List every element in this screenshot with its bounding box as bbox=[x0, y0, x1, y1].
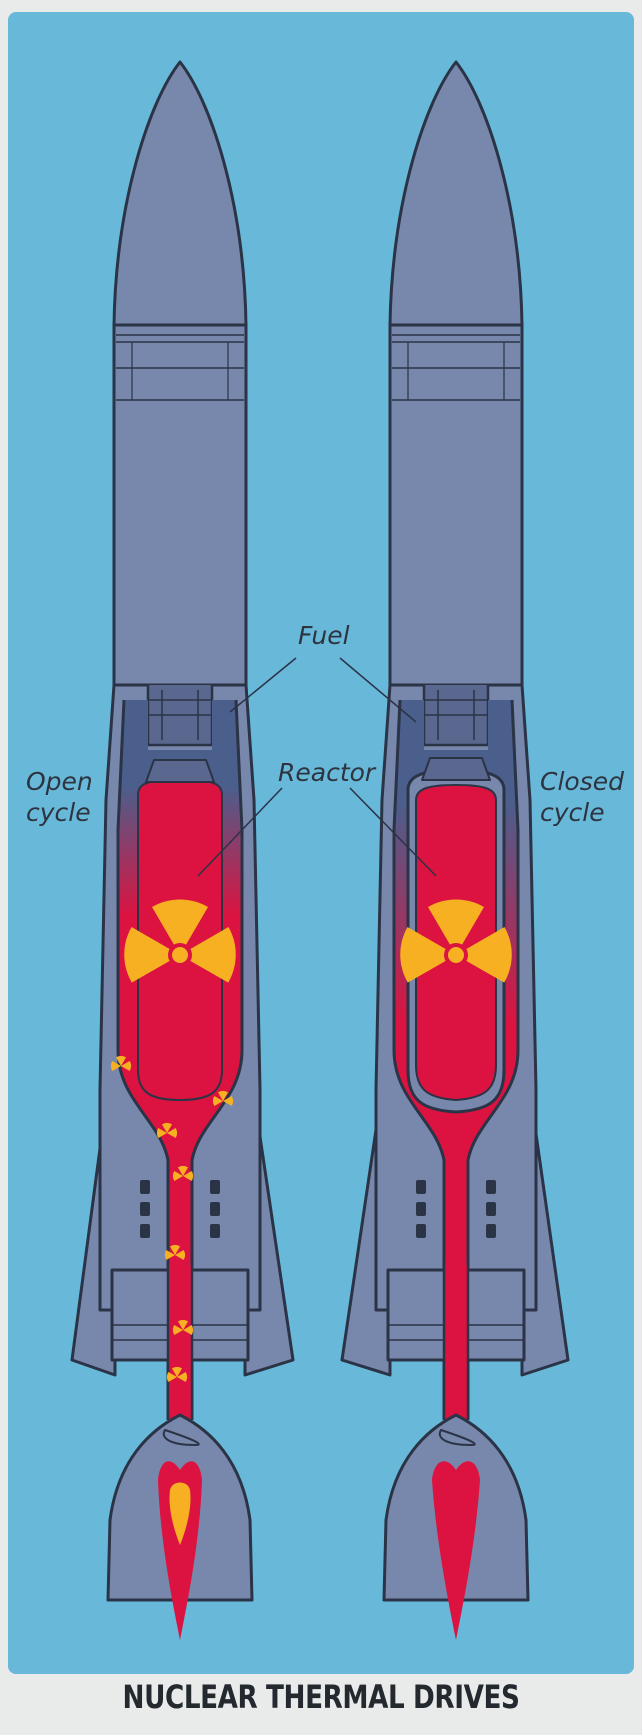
open-cycle-label-line1: Open bbox=[26, 767, 93, 796]
page-title: NUCLEAR THERMAL DRIVES bbox=[58, 1678, 584, 1716]
open-cycle-label: Open cycle bbox=[26, 766, 93, 828]
closed-cycle-label-line2: cycle bbox=[540, 798, 605, 827]
upper-body bbox=[390, 325, 522, 685]
closed-cycle-label: Closed cycle bbox=[540, 766, 624, 828]
fuel-label: Fuel bbox=[298, 620, 350, 651]
open-cycle-label-line2: cycle bbox=[26, 798, 91, 827]
upper-body bbox=[114, 325, 246, 685]
reactor-label: Reactor bbox=[278, 757, 375, 788]
diagram-background bbox=[8, 12, 634, 1674]
closed-cycle-label-line1: Closed bbox=[540, 767, 624, 796]
